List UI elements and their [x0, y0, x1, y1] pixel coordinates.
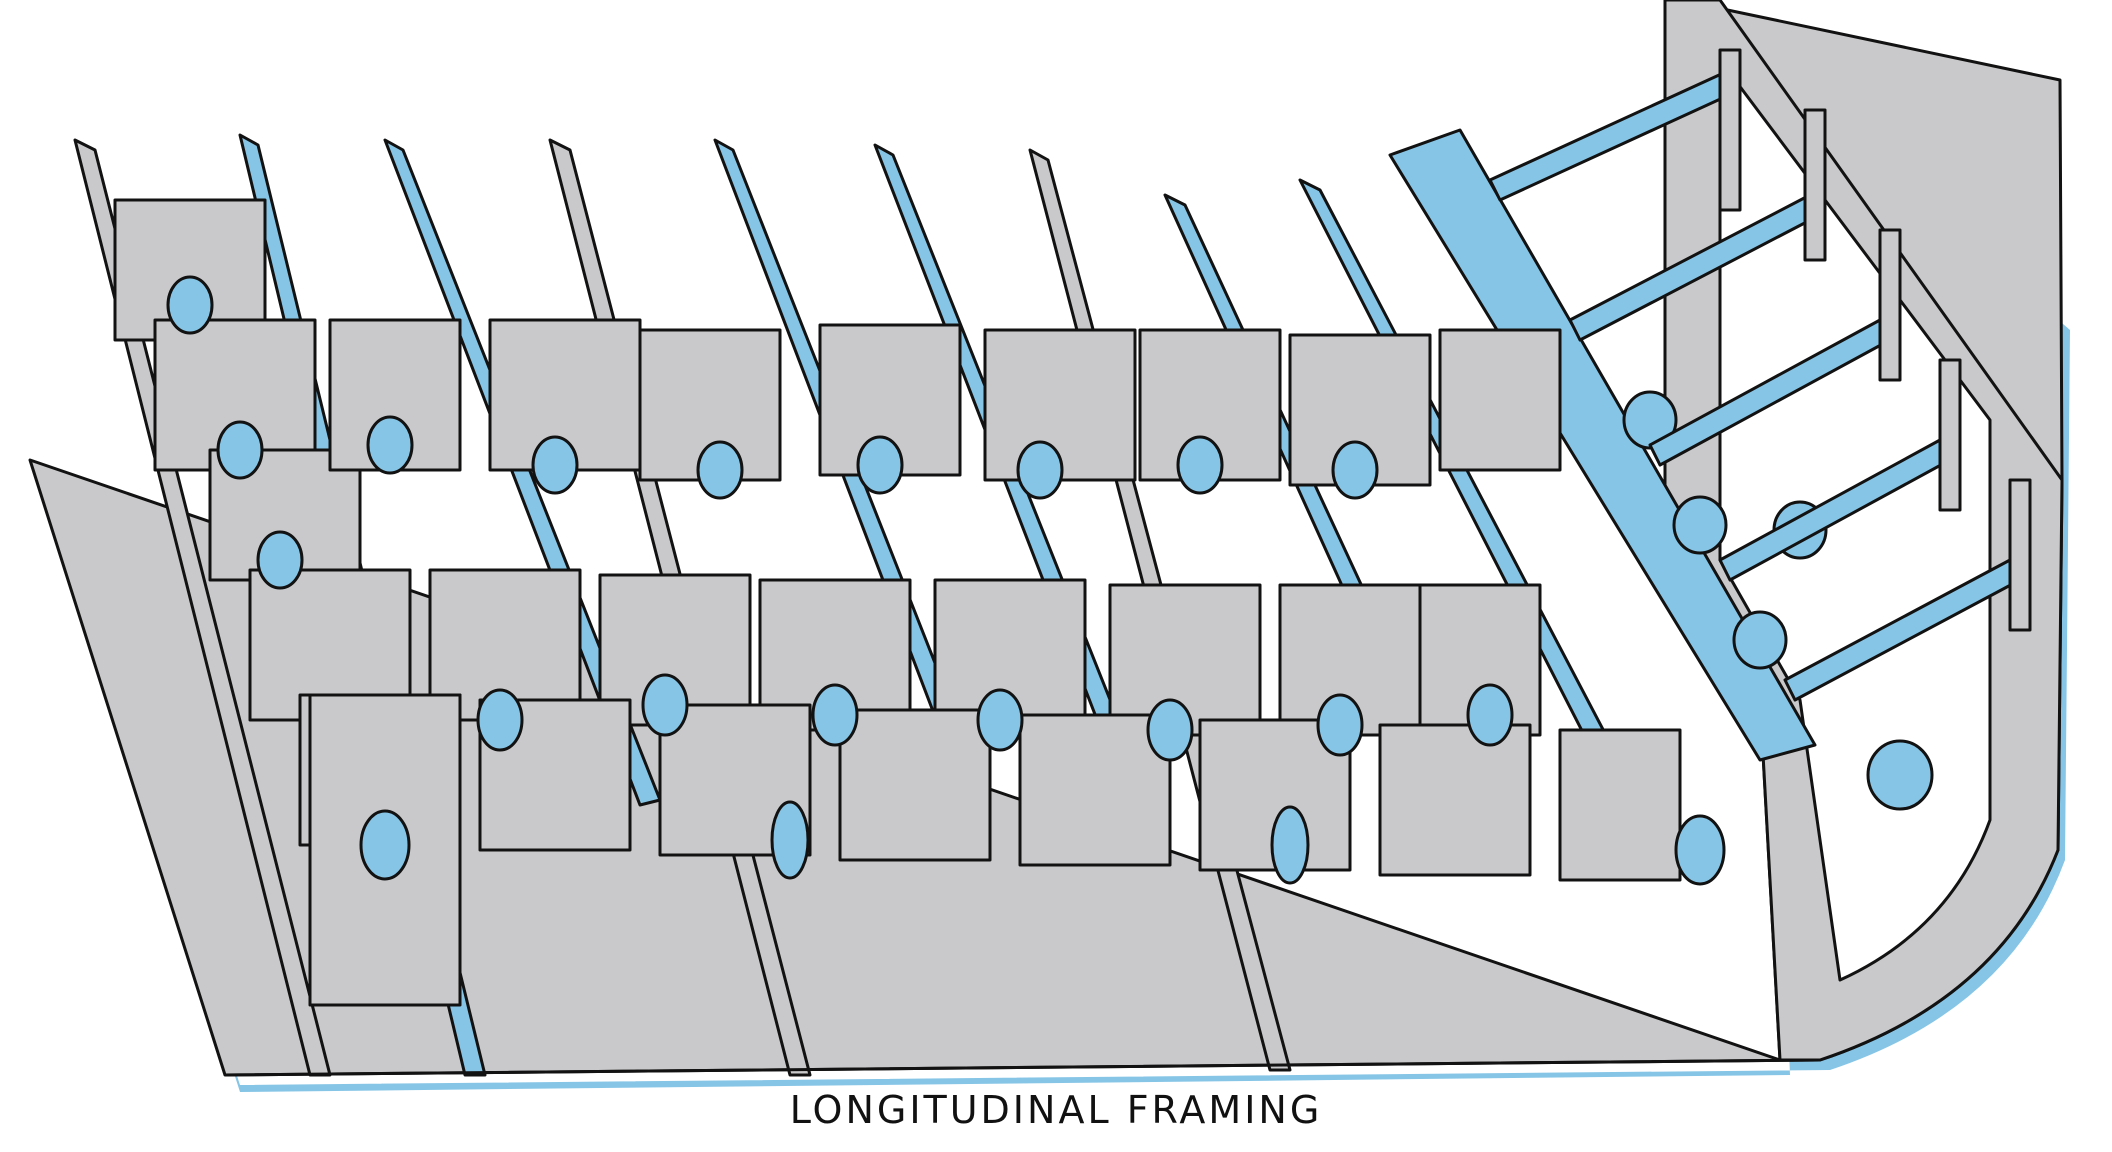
bilge-struts — [1488, 68, 2022, 702]
figure-caption: LONGITUDINAL FRAMING — [789, 1088, 1323, 1132]
lightening-holes — [166, 275, 1934, 886]
bilge-stiffeners — [1718, 48, 2032, 632]
keel-edge — [224, 1058, 1821, 1077]
